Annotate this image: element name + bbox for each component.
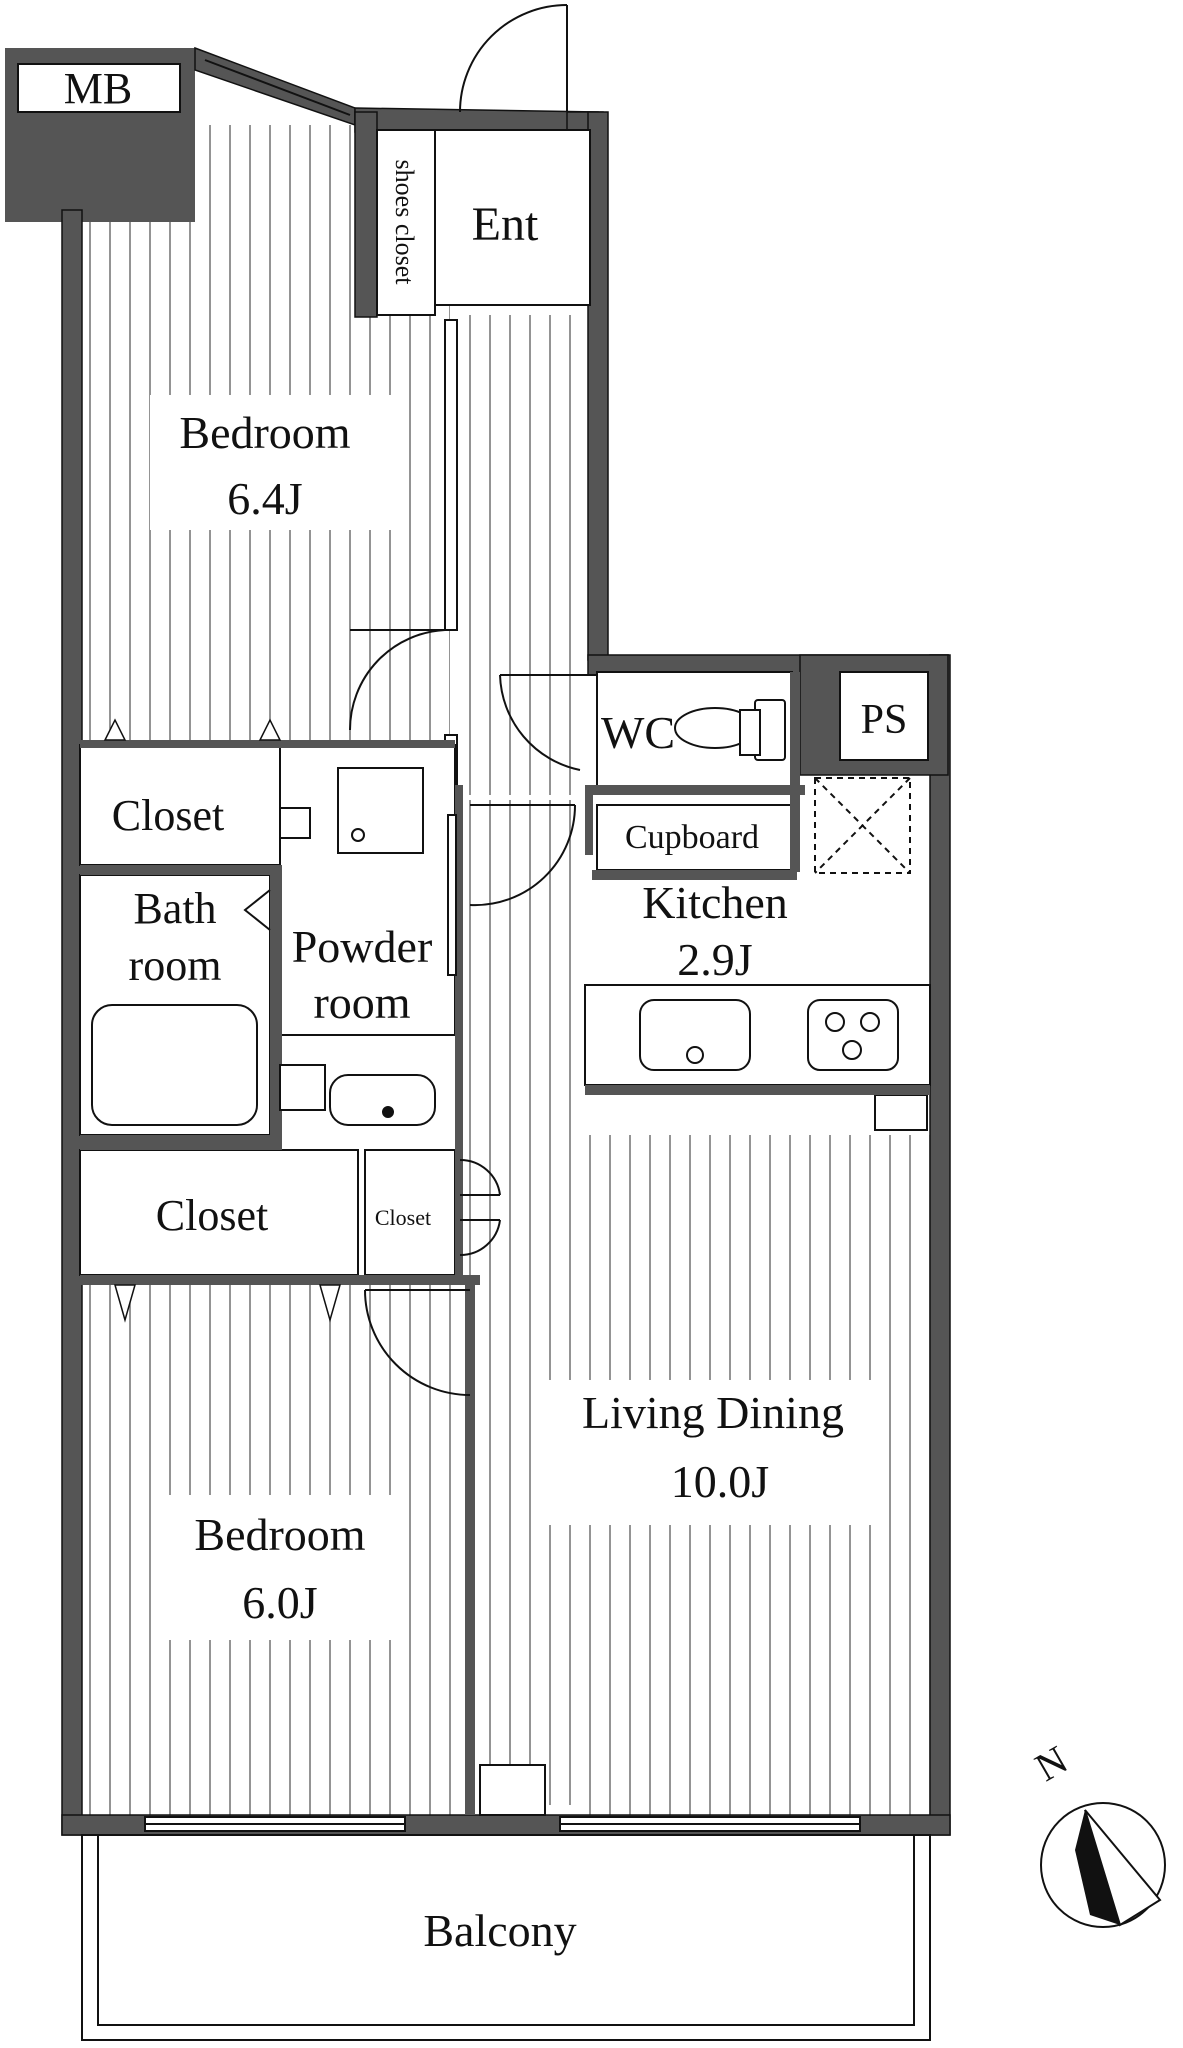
windows	[144, 59, 861, 1832]
balcony	[81, 1834, 931, 2041]
bedroom1-size: 6.4J	[227, 473, 302, 524]
ps-label: PS	[861, 697, 908, 743]
wall-bars	[80, 672, 930, 1815]
bath-label-line2: room	[129, 941, 222, 990]
closet-door-markers	[103, 718, 341, 1323]
closet-small-label: Closet	[375, 1205, 431, 1230]
powder-label-line1: Powder	[292, 921, 433, 972]
door-swings	[243, 4, 597, 1396]
bedroom1-name: Bedroom	[179, 407, 350, 458]
mb-label: MB	[64, 64, 132, 113]
closet-lower-label: Closet	[156, 1191, 268, 1240]
wc-label: WC	[601, 707, 675, 758]
mb-box	[5, 48, 195, 222]
fixtures	[91, 699, 911, 1126]
living-dining-name: Living Dining	[582, 1387, 844, 1438]
bedroom2-size: 6.0J	[242, 1577, 317, 1628]
kitchen-size: 2.9J	[677, 934, 752, 985]
shoes-closet-label: shoes closet	[390, 160, 419, 286]
room-labels: MB Ent shoes closet Bedroom 6.4J WC PS C…	[64, 64, 1075, 1956]
powder-label-line2: room	[313, 977, 410, 1028]
compass	[1040, 1802, 1166, 1928]
cupboard-label: Cupboard	[625, 819, 759, 856]
north-label: N	[1027, 1737, 1075, 1790]
bath-label-line1: Bath	[133, 884, 216, 933]
closet-upper-label: Closet	[112, 791, 224, 840]
sliding-door	[447, 814, 457, 976]
bedroom2-name: Bedroom	[194, 1509, 365, 1560]
ent-label: Ent	[472, 198, 539, 251]
compass-needle	[1075, 1810, 1120, 1925]
balcony-label: Balcony	[423, 1905, 576, 1956]
living-dining-size: 10.0J	[671, 1456, 769, 1507]
kitchen-name: Kitchen	[642, 877, 788, 928]
